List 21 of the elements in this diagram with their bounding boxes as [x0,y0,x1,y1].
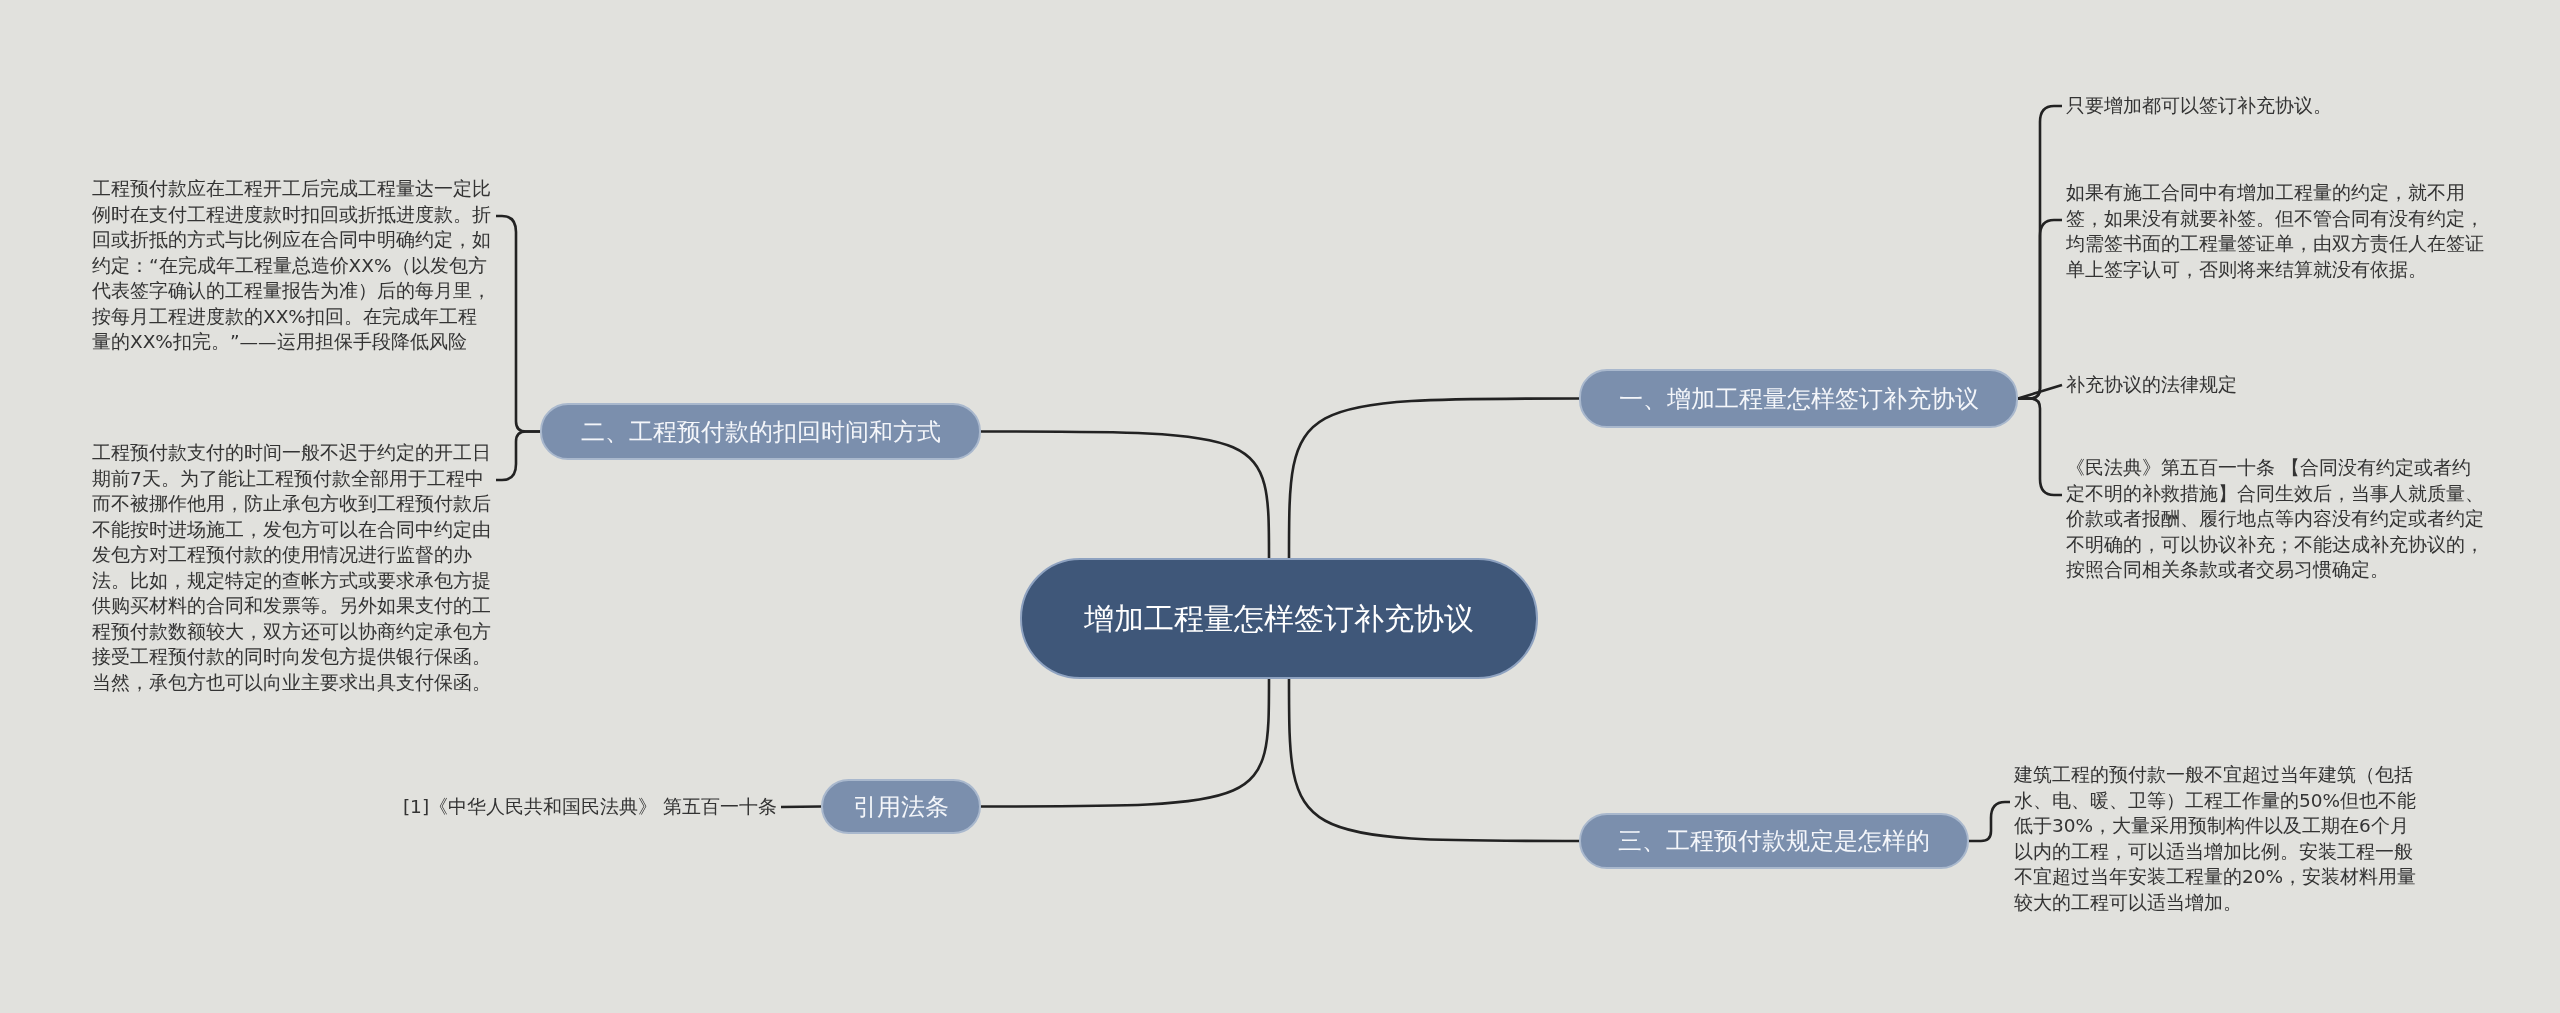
note-text: 补充协议的法律规定 [2066,372,2486,398]
connector-line [496,430,540,482]
note-text: [1]《中华人民共和国民法典》 第五百一十条 [382,794,777,820]
note-text: 《民法典》第五百一十条 【合同没有约定或者约定不明的补救措施】合同生效后，当事人就质量、价款或者报酬、履行地点等内容没有约定或者约定不明确的，可以协议补充；不能达成补充协议的，按照合同相关条款或者交易习惯确定。 [2066,455,2486,583]
connector-line [781,805,821,809]
central-topic: 增加工程量怎样签订补充协议 [1020,558,1538,679]
connector-line [981,679,1271,808]
branch-topic: 一、增加工程量怎样签订补充协议 [1579,369,2018,428]
note-text: 只要增加都可以签订补充协议。 [2066,93,2486,119]
note-text: 工程预付款应在工程开工后完成工程量达一定比例时在支付工程进度款时扣回或折抵进度款。折回或折抵的方式与比例应在合同中明确约定，如约定：“在完成年工程量总造价XX%（以发包方代表签字确认的工程量报告为准）后的每月里，按每月工程进度款的XX%扣回。在完成年工程量的XX%扣完。”——运用担保手段降低风险 [92,176,492,355]
connector-line [1969,800,2010,843]
note-text: 如果有施工合同中有增加工程量的约定，就不用签，如果没有就要补签。但不管合同有没有约定，均需签书面的工程量签证单，由双方责任人在签证单上签字认可，否则将来结算就没有依据。 [2066,180,2486,282]
connector-line [1287,679,1579,843]
connector-line [981,430,1271,558]
branch-topic: 二、工程预付款的扣回时间和方式 [540,403,981,460]
note-text: 工程预付款支付的时间一般不迟于约定的开工日期前7天。为了能让工程预付款全部用于工程中而不被挪作他用，防止承包方收到工程预付款后不能按时进场施工，发包方可以在合同中约定由发包方对工程预付款的使用情况进行监督的办法。比如，规定特定的查帐方式或要求承包方提供购买材料的合同和发票等。另外如果支付的工程预付款数额较大，双方还可以协商约定承包方接受工程预付款的同时向发包方提供银行保函。当然，承包方也可以向业主要求出具支付保函。 [92,440,492,695]
branch-topic: 引用法条 [821,779,981,834]
connector-line [1287,397,1579,558]
connector-line [2017,383,2063,400]
branch-topic: 三、工程预付款规定是怎样的 [1579,813,1969,869]
note-text: 建筑工程的预付款一般不宜超过当年建筑（包括水、电、暖、卫等）工程工作量的50%但也不能低于30%，大量采用预制构件以及工期在6个月以内的工程，可以适当增加比例。安装工程一般不宜超过当年安装工程量的20%，安装材料用量较大的工程可以适当增加。 [2014,762,2419,915]
